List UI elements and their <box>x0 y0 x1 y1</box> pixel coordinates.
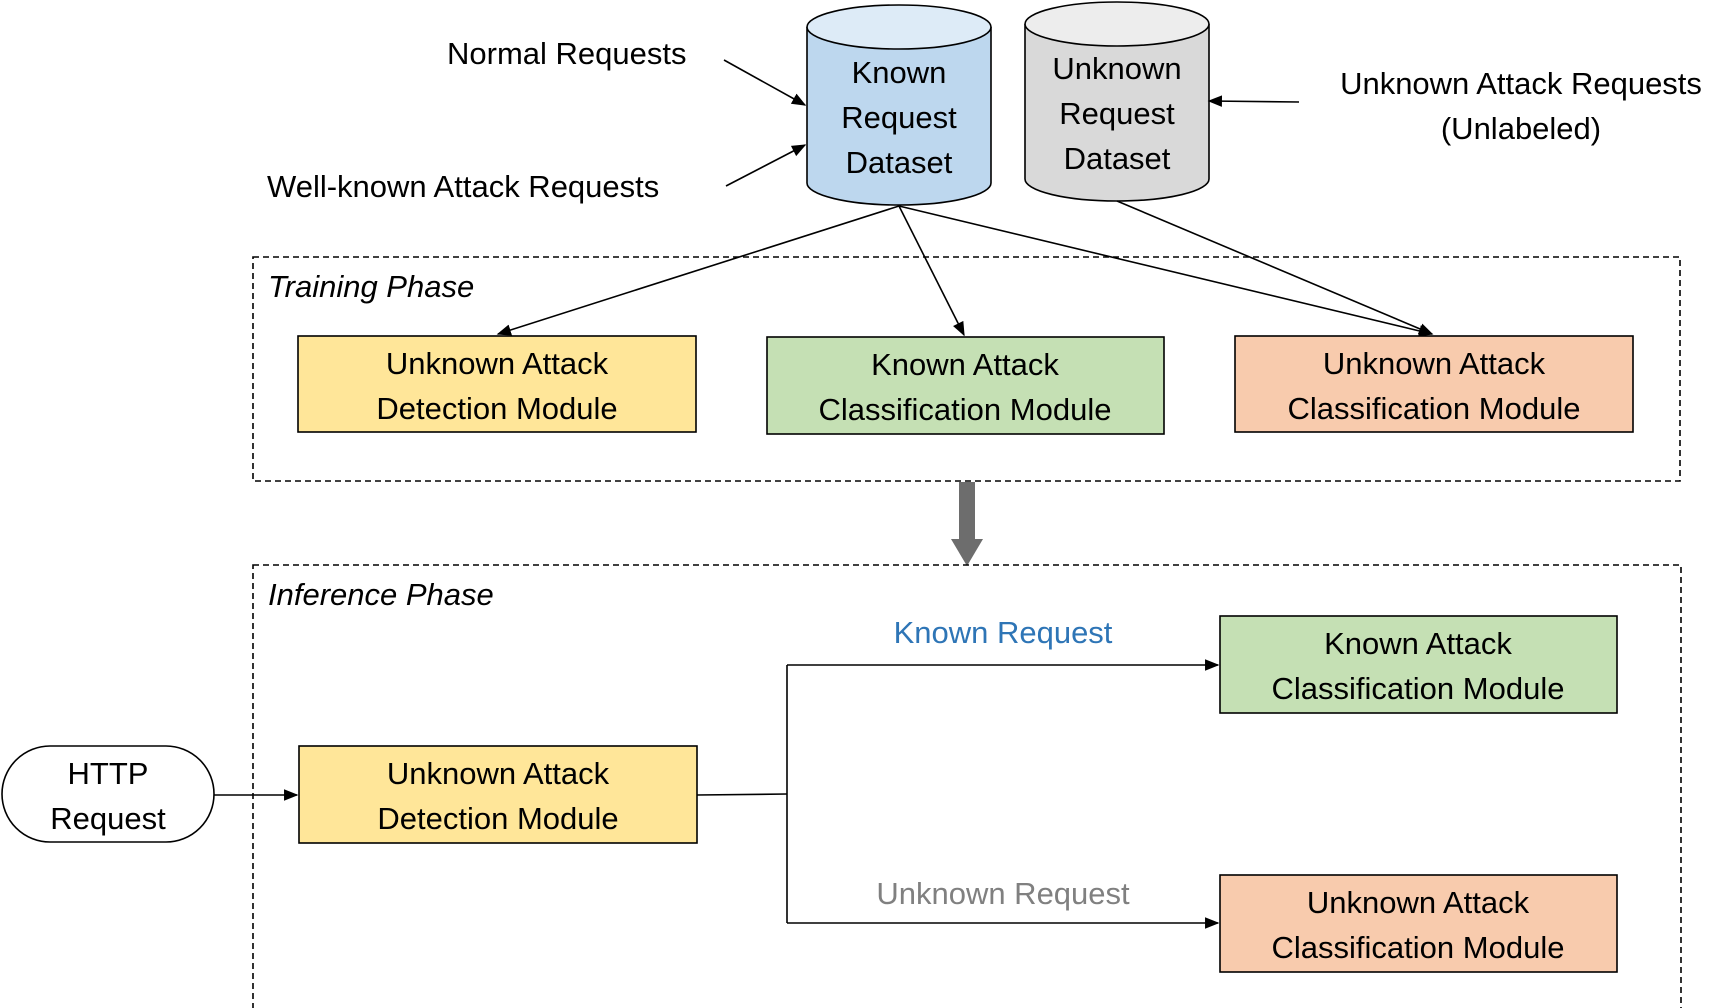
unknown-attack-requests-label: Unknown Attack Requests <box>1340 66 1702 101</box>
unknown-request-branch-label: Unknown Request <box>876 876 1130 911</box>
normal-requests-label: Normal Requests <box>447 36 686 71</box>
known-dataset-top <box>806 4 992 50</box>
known-dataset-label-line2: Request <box>841 100 957 135</box>
inference-known-classification-line1: Known Attack <box>1324 626 1512 661</box>
training-phase-container <box>252 256 1681 482</box>
known-request-dataset: Known Request Dataset <box>806 4 992 206</box>
http-request-node: HTTP Request <box>1 745 215 843</box>
unknown-dataset-label-line1: Unknown <box>1052 51 1181 86</box>
inference-detection-box <box>298 745 698 844</box>
arrow-known-dataset-to-detection <box>496 205 900 336</box>
training-known-classification-module: Known Attack Classification Module <box>766 336 1165 435</box>
training-unknown-classification-line1: Unknown Attack <box>1323 346 1546 381</box>
arrow-normal-to-known-dataset <box>723 59 807 106</box>
known-dataset-label-line3: Dataset <box>846 145 953 180</box>
arrow-known-dataset-to-known-classification <box>898 205 965 337</box>
training-unknown-classification-module: Unknown Attack Classification Module <box>1234 335 1634 433</box>
unknown-dataset-body <box>1024 24 1210 202</box>
known-dataset-label-line1: Known <box>852 55 947 90</box>
unknown-request-dataset: Unknown Request Dataset <box>1024 1 1210 202</box>
inference-unknown-classification-line1: Unknown Attack <box>1307 885 1530 920</box>
http-request-line1: HTTP <box>68 756 149 791</box>
training-detection-line2: Detection Module <box>376 391 617 426</box>
training-detection-line1: Unknown Attack <box>386 346 609 381</box>
inference-phase-title: Inference Phase <box>268 577 494 612</box>
unlabeled-label: (Unlabeled) <box>1441 111 1601 146</box>
training-known-classification-box <box>766 336 1165 435</box>
known-request-branch-label: Known Request <box>894 615 1113 650</box>
known-dataset-body <box>806 27 992 206</box>
inference-detection-module: Unknown Attack Detection Module <box>298 745 698 844</box>
training-detection-box <box>297 335 697 433</box>
inference-detection-line1: Unknown Attack <box>387 756 610 791</box>
training-known-classification-line1: Known Attack <box>871 347 1059 382</box>
inference-known-classification-line2: Classification Module <box>1272 671 1565 706</box>
arrow-unknown-dataset-to-unknown-classification <box>1116 200 1434 335</box>
branch-connector <box>696 793 788 796</box>
arrow-known-dataset-to-unknown-classification <box>898 205 1434 337</box>
unknown-dataset-label-line2: Request <box>1059 96 1175 131</box>
inference-known-classification-module: Known Attack Classification Module <box>1219 615 1618 714</box>
training-unknown-classification-line2: Classification Module <box>1288 391 1581 426</box>
inference-known-classification-box <box>1219 615 1618 714</box>
inference-unknown-classification-box <box>1219 874 1618 973</box>
inference-phase-container <box>252 564 1682 1008</box>
unknown-dataset-top <box>1024 1 1210 47</box>
phase-arrow-head <box>951 539 983 566</box>
http-request-line2: Request <box>50 801 166 836</box>
phase-transition-arrow <box>951 482 983 566</box>
arrow-wellknown-to-known-dataset <box>725 144 807 187</box>
training-unknown-classification-box <box>1234 335 1634 433</box>
training-known-classification-line2: Classification Module <box>819 392 1112 427</box>
arrow-unknown-attacks-to-unknown-dataset <box>1207 95 1300 107</box>
unknown-dataset-label-line3: Dataset <box>1064 141 1171 176</box>
training-phase-title: Training Phase <box>268 269 474 304</box>
inference-detection-line2: Detection Module <box>377 801 618 836</box>
inference-unknown-classification-module: Unknown Attack Classification Module <box>1219 874 1618 973</box>
inference-unknown-classification-line2: Classification Module <box>1272 930 1565 965</box>
phase-arrow-shaft <box>959 482 975 539</box>
well-known-attack-requests-label: Well-known Attack Requests <box>267 169 659 204</box>
http-request-shape <box>1 745 215 843</box>
training-detection-module: Unknown Attack Detection Module <box>297 335 697 433</box>
